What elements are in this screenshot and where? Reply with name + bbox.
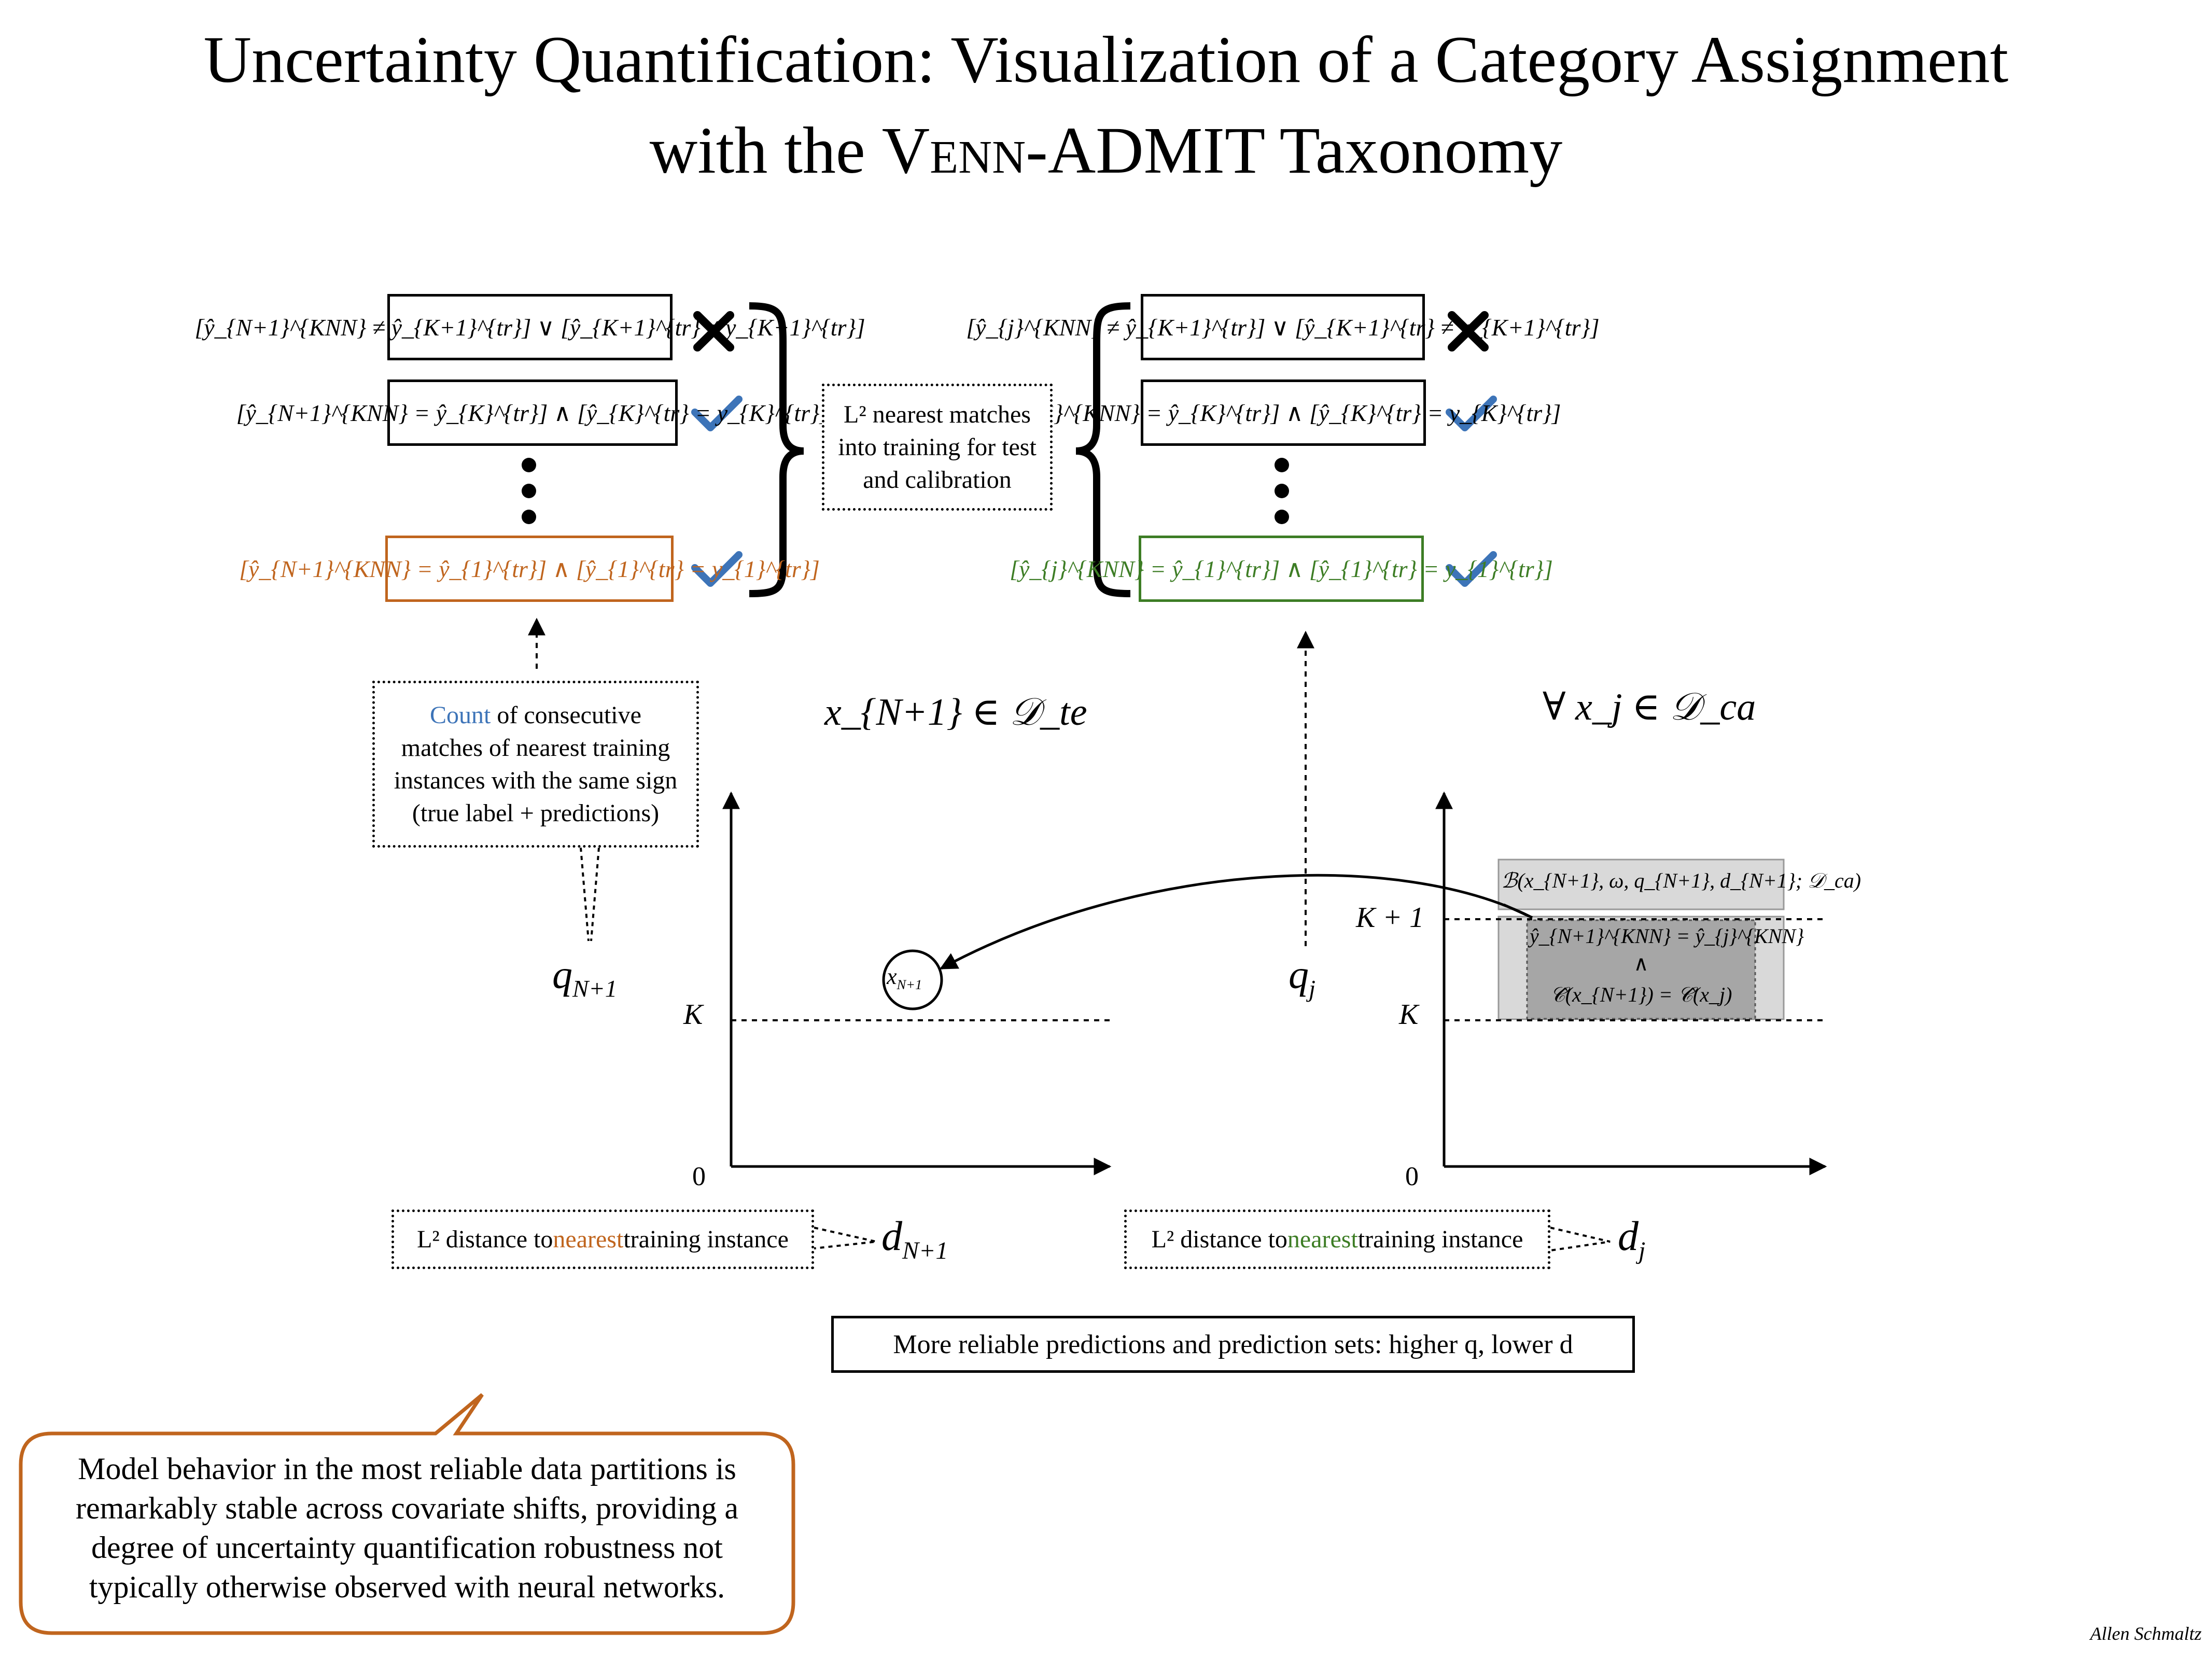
callout-line-4: typically otherwise observed with neural…: [89, 1570, 725, 1604]
right-zero-label: 0: [1405, 1162, 1419, 1191]
cross-icon: [693, 311, 734, 352]
right-k-label: K: [1399, 999, 1419, 1031]
left-brace: [1075, 302, 1131, 597]
right-d-label: dj: [1618, 1213, 1645, 1265]
nearest-matches-note: L² nearest matches into training for tes…: [822, 384, 1053, 511]
left-zero-label: 0: [692, 1162, 706, 1191]
left-set-label: x_{N+1} ∈ 𝒟_te: [824, 691, 1087, 734]
left-distance-suffix: training instance: [623, 1226, 789, 1253]
count-note: Count of consecutive matches of nearest …: [372, 681, 699, 848]
count-note-rest: of consecutive: [491, 701, 641, 729]
nearest-matches-line-2: into training for test: [838, 433, 1037, 461]
count-note-pointer: [580, 847, 600, 941]
band-line-3: 𝒞̂(x_{N+1}) = 𝒞̂(x_j): [1550, 983, 1732, 1006]
right-q-label: qj: [1289, 951, 1315, 1003]
callout-line-1: Model behavior in the most reliable data…: [78, 1452, 736, 1486]
title-line-2: with the Venn-ADMIT Taxonomy: [0, 111, 2212, 189]
test-point-subscript: N+1: [897, 976, 922, 992]
callout-text: Model behavior in the most reliable data…: [31, 1449, 783, 1607]
vertical-ellipsis-icon: [522, 458, 536, 524]
left-distance-prefix: L² distance to: [417, 1226, 553, 1253]
title-line-1: Uncertainty Quantification: Visualizatio…: [203, 23, 2009, 96]
right-rule-2: [ŷ_{j}^{KNN} = ŷ_{K}^{tr}] ∧ [ŷ_{K}^{tr}…: [1006, 379, 1561, 446]
left-distance-pointer: [814, 1227, 877, 1249]
band-line-2: ∧: [1633, 952, 1649, 975]
test-point-symbol: x: [887, 964, 897, 989]
count-note-line-1: Count of consecutive: [394, 699, 678, 732]
check-icon: [691, 551, 743, 587]
test-point-circle: [882, 949, 943, 1010]
right-brace: [749, 302, 804, 597]
count-note-line-2: matches of nearest training: [401, 734, 670, 762]
right-k-plus-label: K + 1: [1356, 902, 1424, 934]
right-distance-prefix: L² distance to: [1151, 1226, 1287, 1253]
left-k-label: K: [683, 999, 703, 1031]
right-q-symbol: q: [1289, 952, 1309, 997]
right-distance-pointer: [1550, 1227, 1611, 1252]
right-d-symbol: d: [1618, 1214, 1639, 1259]
left-d-symbol: d: [881, 1214, 902, 1259]
callout-line-3: degree of uncertainty quantification rob…: [91, 1530, 723, 1565]
callout-line-2: remarkably stable across covariate shift…: [76, 1491, 738, 1525]
check-icon: [691, 396, 743, 431]
right-distance-highlight: nearest: [1287, 1226, 1358, 1253]
right-axes: [1435, 791, 1827, 1175]
left-q-label: qN+1: [552, 951, 617, 1003]
left-axes: [722, 791, 1112, 1175]
right-set-label: ∀ x_j ∈ 𝒟_ca: [1543, 686, 1756, 728]
count-note-line-4: (true label + predictions): [412, 799, 660, 827]
left-q-symbol: q: [552, 952, 572, 997]
cross-icon: [1448, 311, 1489, 352]
count-word: Count: [430, 701, 491, 729]
title-suffix: -ADMIT Taxonomy: [1026, 114, 1563, 187]
left-distance-highlight: nearest: [553, 1226, 624, 1253]
right-rule-3: [ŷ_{j}^{KNN} = ŷ_{1}^{tr}] ∧ [ŷ_{1}^{tr}…: [1010, 536, 1553, 602]
right-distance-note: L² distance to nearest training instance: [1124, 1210, 1550, 1269]
right-rule-1: [ŷ_{j}^{KNN} ≠ ŷ_{K+1}^{tr}] ∨ [ŷ_{K+1}^…: [966, 294, 1600, 360]
nearest-matches-line-3: and calibration: [863, 466, 1012, 494]
left-d-subscript: N+1: [902, 1237, 948, 1264]
title-venn: Venn: [881, 114, 1026, 187]
check-icon: [1446, 551, 1497, 587]
left-rule-3: [ŷ_{N+1}^{KNN} = ŷ_{1}^{tr}] ∧ [ŷ_{1}^{t…: [239, 536, 820, 602]
author-signature: Allen Schmaltz: [2090, 1623, 2202, 1644]
nearest-matches-line-1: L² nearest matches: [844, 401, 1031, 428]
assignment-arrow: [940, 874, 1533, 970]
count-note-line-3: instances with the same sign: [394, 767, 678, 794]
right-q-subscript: j: [1309, 975, 1316, 1003]
summary-box: More reliable predictions and prediction…: [831, 1316, 1635, 1373]
vertical-ellipsis-icon: [1275, 458, 1289, 524]
band-line-1: ŷ_{N+1}^{KNN} = ŷ_{j}^{KNN}: [1530, 924, 1804, 948]
right-d-subscript: j: [1639, 1237, 1646, 1264]
check-icon: [1446, 396, 1497, 431]
left-rule-2: [ŷ_{N+1}^{KNN} = ŷ_{K}^{tr}] ∧ [ŷ_{K}^{t…: [236, 379, 829, 446]
left-d-label: dN+1: [881, 1213, 948, 1265]
right-distance-suffix: training instance: [1357, 1226, 1523, 1253]
left-distance-note: L² distance to nearest training instance: [391, 1210, 814, 1269]
callout-bubble: [19, 1393, 795, 1635]
band-title: ℬ(x_{N+1}, ω, q_{N+1}, d_{N+1}; 𝒟_ca): [1501, 869, 1861, 892]
test-point-label: xN+1: [887, 963, 922, 993]
title-prefix: with the: [649, 114, 882, 187]
left-rule-1: [ŷ_{N+1}^{KNN} ≠ ŷ_{K+1}^{tr}] ∨ [ŷ_{K+1…: [194, 294, 865, 360]
left-q-subscript: N+1: [572, 975, 618, 1003]
